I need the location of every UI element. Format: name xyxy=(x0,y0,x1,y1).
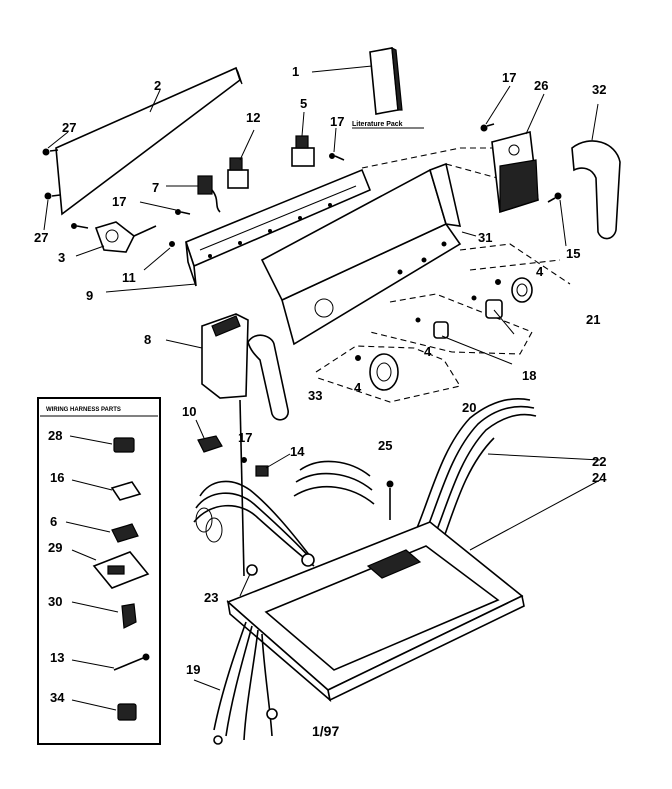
callout-5: 5 xyxy=(300,96,307,111)
callout-27b: 27 xyxy=(34,230,48,245)
harness-part-6 xyxy=(111,523,139,543)
harness-part-16 xyxy=(110,481,142,501)
callout-24: 24 xyxy=(592,470,607,485)
main-wiring-harness xyxy=(193,460,375,567)
callout-20: 20 xyxy=(462,400,476,415)
harness-part-28 xyxy=(113,437,135,453)
callout-26: 26 xyxy=(534,78,548,93)
part-33-bracket xyxy=(247,334,289,421)
callout-7: 7 xyxy=(152,180,159,195)
harness-item-34: 34 xyxy=(50,690,65,705)
callout-14: 14 xyxy=(290,444,305,459)
callout-22: 22 xyxy=(592,454,606,469)
harness-item-30: 30 xyxy=(48,594,62,609)
callout-17c: 17 xyxy=(112,194,126,209)
callout-11: 11 xyxy=(122,270,136,285)
callouts: 1 2 27 27 12 5 17 17 26 32 7 17 3 11 9 3… xyxy=(34,64,607,739)
part-21-knob xyxy=(495,277,533,303)
part-32-end-cap-right xyxy=(571,103,621,240)
screw-15 xyxy=(547,192,567,247)
harness-item-28: 28 xyxy=(48,428,62,443)
callout-12: 12 xyxy=(246,110,260,125)
callout-15: 15 xyxy=(566,246,580,261)
harness-item-6: 6 xyxy=(50,514,57,529)
callout-2: 2 xyxy=(154,78,161,93)
callout-4c: 4 xyxy=(354,380,362,395)
part-8-end-cap-left xyxy=(165,313,249,399)
harness-item-13: 13 xyxy=(50,650,64,665)
part-19-lower-harness xyxy=(193,621,278,745)
callout-8: 8 xyxy=(144,332,151,347)
callout-17b: 17 xyxy=(502,70,516,85)
harness-item-16: 16 xyxy=(50,470,64,485)
callout-33: 33 xyxy=(308,388,322,403)
part-18-knobs xyxy=(415,295,515,365)
screw-17-right xyxy=(480,85,511,132)
harness-part-30 xyxy=(121,603,137,629)
callout-31: 31 xyxy=(478,230,492,245)
harness-item-29: 29 xyxy=(48,540,62,555)
part-3-switch xyxy=(75,221,157,257)
callout-1: 1 xyxy=(292,64,299,79)
callout-27a: 27 xyxy=(62,120,76,135)
screw-27-upper xyxy=(42,148,59,156)
screw-25 xyxy=(386,480,394,520)
callout-18: 18 xyxy=(522,368,536,383)
part-7-selector-switch xyxy=(166,175,221,213)
screw-17-mid xyxy=(139,201,191,215)
date-code: 1/97 xyxy=(312,723,339,739)
literature-label: Literature Pack xyxy=(352,121,403,128)
harness-box-title: WIRING HARNESS PARTS xyxy=(46,407,121,413)
part-2-top-panel xyxy=(55,66,243,216)
part-9-control-console xyxy=(105,168,372,293)
harness-part-13 xyxy=(113,655,149,671)
part-1-literature-pack: Literature Pack xyxy=(311,46,424,129)
screw-17-center xyxy=(329,127,345,161)
screw-17-left xyxy=(71,223,89,229)
callout-32: 32 xyxy=(592,82,606,97)
screw-17-lower xyxy=(239,399,247,577)
harness-part-34 xyxy=(117,703,137,721)
wiring-harness-parts-box: WIRING HARNESS PARTS 28 16 6 29 30 13 34 xyxy=(37,397,161,745)
part-14-connector xyxy=(255,453,291,477)
screw-11 xyxy=(143,241,175,271)
part-10-clip xyxy=(195,419,223,453)
callout-19: 19 xyxy=(186,662,200,677)
callout-23: 23 xyxy=(204,590,218,605)
callout-10: 10 xyxy=(182,404,196,419)
callout-21: 21 xyxy=(586,312,600,327)
screw-23 xyxy=(239,564,258,597)
callout-17d: 17 xyxy=(238,430,252,445)
callout-25: 25 xyxy=(378,438,392,453)
part-31-console-housing xyxy=(260,162,477,346)
part-12-push-switch xyxy=(227,129,255,189)
part-5-buzzer xyxy=(291,111,315,167)
part-24-base-panel xyxy=(226,479,601,703)
screw-27-lower xyxy=(44,192,61,200)
callout-3: 3 xyxy=(58,250,65,265)
callout-9: 9 xyxy=(86,288,93,303)
callout-4b: 4 xyxy=(424,344,432,359)
callout-4a: 4 xyxy=(536,264,544,279)
part-20-knob xyxy=(355,353,399,391)
callout-17a: 17 xyxy=(330,114,344,129)
part-26-timer xyxy=(491,93,545,214)
